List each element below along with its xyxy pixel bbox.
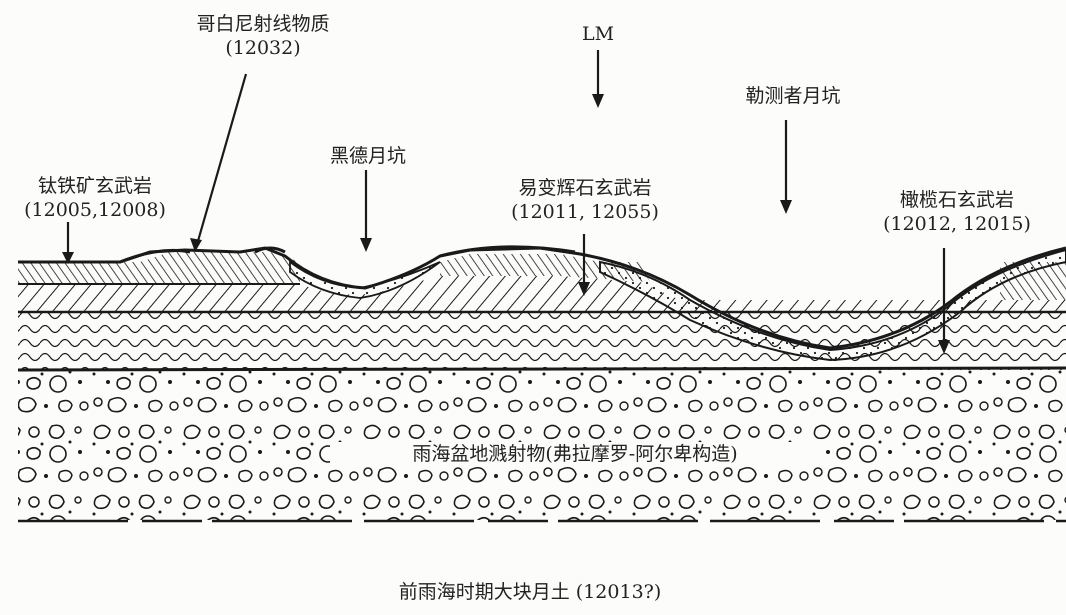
label-olivine-name: 橄榄石玄武岩: [862, 188, 1052, 212]
label-pigeonite-name: 易变辉石玄武岩: [490, 176, 680, 200]
label-olivine-sample: (12012, 12015): [862, 212, 1052, 236]
label-imbrium-ejecta: 雨海盆地溅射物(弗拉摩罗-阿尔卑构造): [330, 442, 820, 466]
label-ilmenite-basalt: 钛铁矿玄武岩 (12005,12008): [10, 174, 180, 222]
ilmenite-basalt-layer: [18, 252, 300, 284]
label-pre-imbrian-name: 前雨海时期大块月土: [399, 581, 570, 603]
label-pre-imbrian-regolith: 前雨海时期大块月土 (12013?): [330, 580, 730, 604]
label-lm-name: LM: [568, 22, 628, 46]
label-copernicus-name: 哥白尼射线物质: [158, 12, 368, 36]
label-surveyor-crater: 勒测者月坑: [728, 84, 858, 108]
label-copernicus-ray: 哥白尼射线物质 (12032): [158, 12, 368, 60]
label-pre-imbrian-sample: (12013?): [576, 581, 661, 603]
label-head-crater: 黑德月坑: [308, 144, 428, 168]
label-imbrium-name: 雨海盆地溅射物(弗拉摩罗-阿尔卑构造): [330, 442, 820, 466]
label-olivine-basalt: 橄榄石玄武岩 (12012, 12015): [862, 188, 1052, 236]
label-pigeonite-basalt: 易变辉石玄武岩 (12011, 12055): [490, 176, 680, 224]
arrow-copernicus: [196, 74, 246, 248]
label-surveyor-name: 勒测者月坑: [728, 84, 858, 108]
label-copernicus-sample: (12032): [158, 36, 368, 60]
label-ilmenite-name: 钛铁矿玄武岩: [10, 174, 180, 198]
label-ilmenite-sample: (12005,12008): [10, 198, 180, 222]
label-pigeonite-sample: (12011, 12055): [490, 200, 680, 224]
label-head-crater-name: 黑德月坑: [308, 144, 428, 168]
label-lm: LM: [568, 22, 628, 46]
layer-boundary-lower: [18, 368, 1066, 370]
